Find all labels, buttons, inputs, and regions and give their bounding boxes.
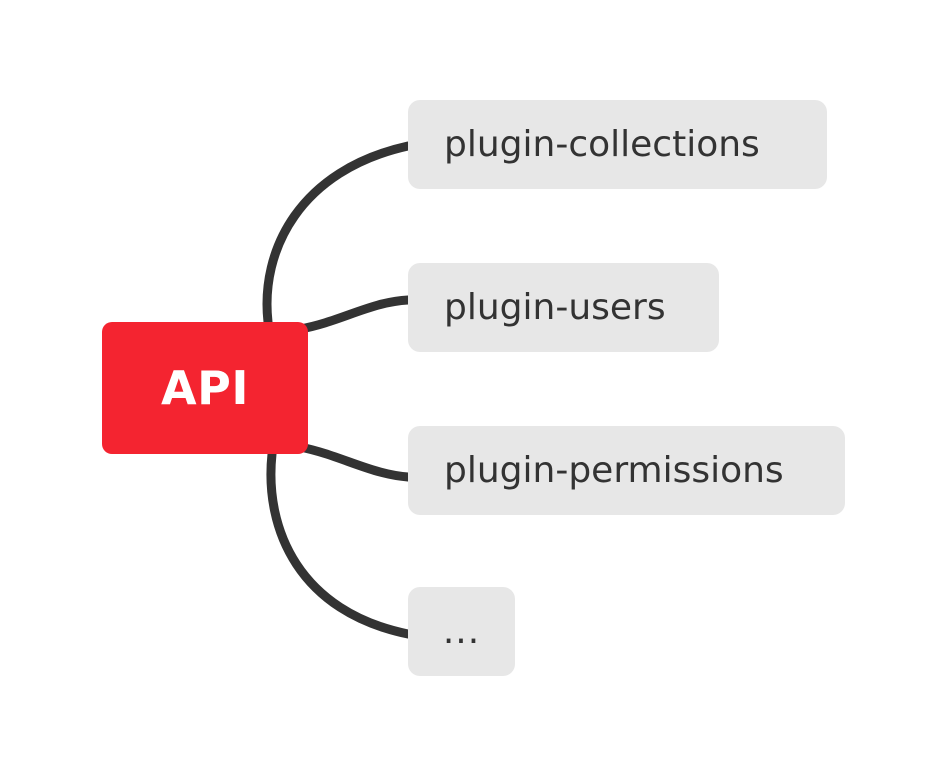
node-api-label: API: [161, 361, 249, 415]
node-plugin-collections-label: plugin-collections: [444, 123, 760, 165]
node-plugin-users-label: plugin-users: [444, 286, 666, 328]
node-api[interactable]: API: [102, 322, 308, 454]
node-plugin-permissions-label: plugin-permissions: [444, 449, 784, 491]
edge-to-plugin-collections: [262, 141, 413, 327]
edge-to-plugin-users: [295, 295, 413, 334]
node-plugin-permissions[interactable]: plugin-permissions: [408, 426, 845, 515]
node-plugin-users[interactable]: plugin-users: [408, 263, 719, 352]
node-more-label: ...: [442, 610, 481, 652]
edge-to-plugin-permissions: [295, 442, 413, 482]
node-plugin-collections[interactable]: plugin-collections: [408, 100, 827, 189]
node-more[interactable]: ...: [408, 587, 515, 676]
edge-to-more: [266, 449, 413, 639]
